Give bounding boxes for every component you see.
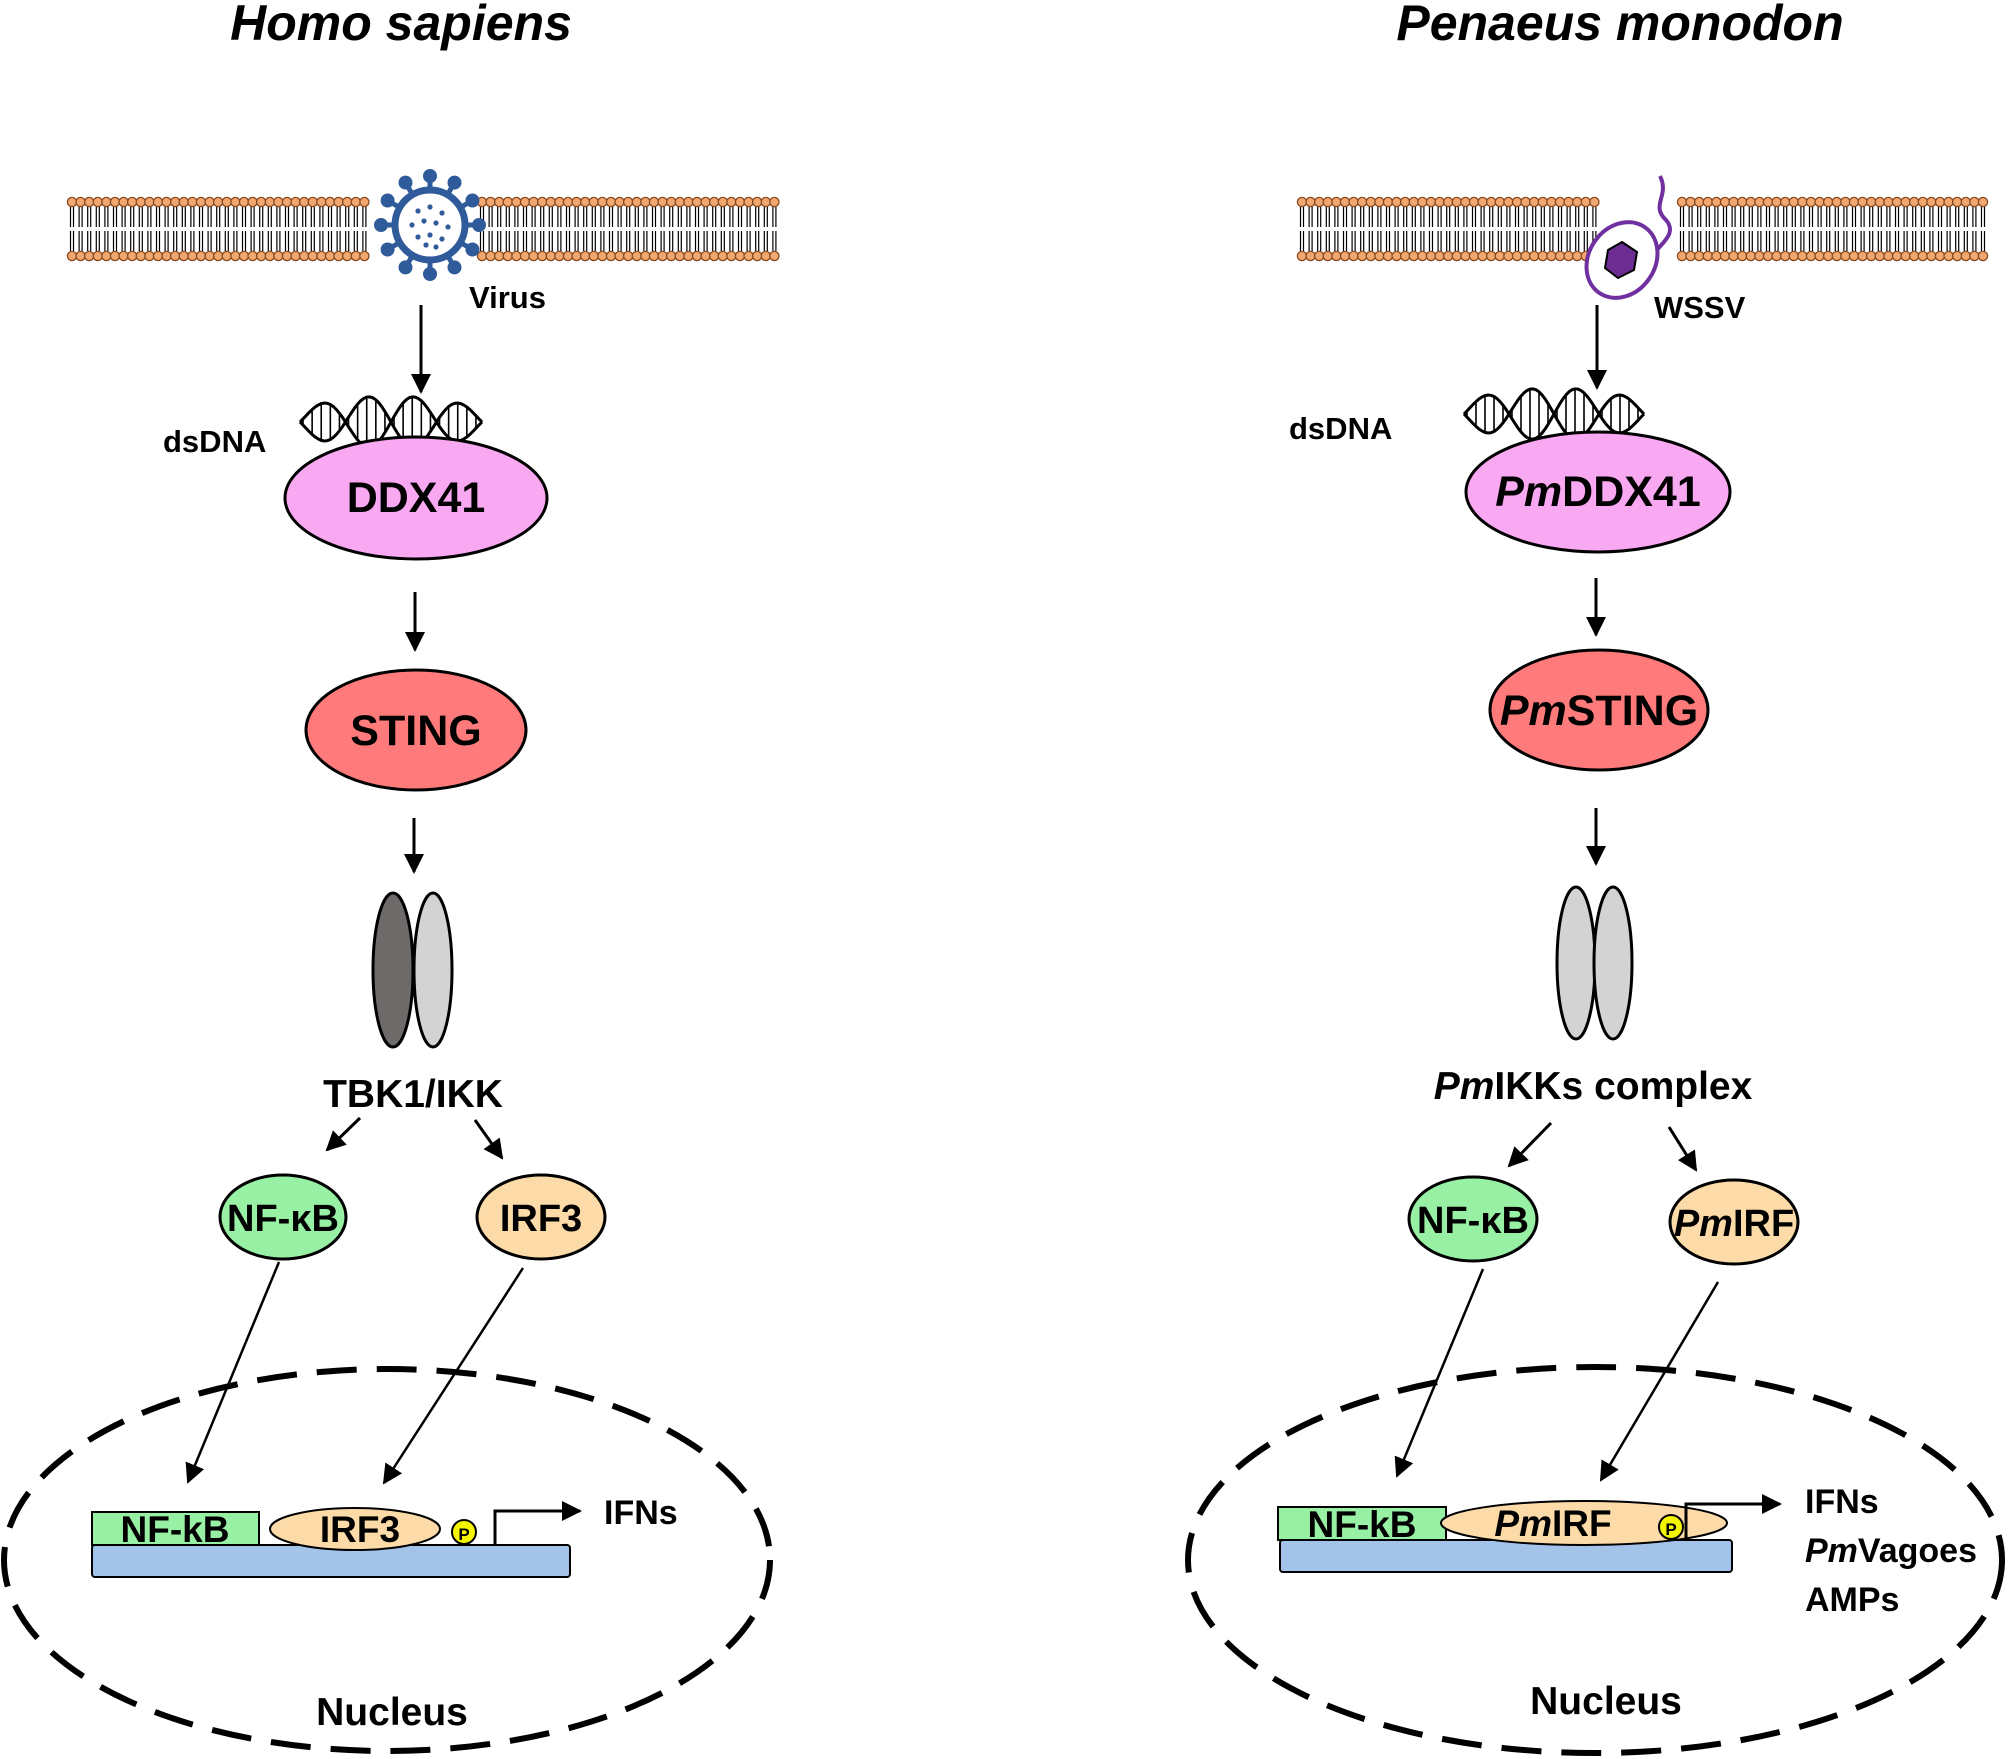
dsdna-label-shrimp: dsDNA [1289, 411, 1392, 446]
nfkb-gene-label-shrimp: NF-kB [1308, 1504, 1417, 1545]
nfkb-gene-label-human: NF-kB [121, 1509, 230, 1550]
dsdna-label-human: dsDNA [163, 424, 266, 459]
irf3-bound-node [269, 1507, 441, 1551]
kinase-label-shrimp: PmIKKs complex [1434, 1065, 1753, 1108]
cell-membrane-left-segment [66, 196, 370, 262]
phosphate-icon-shrimp [1658, 1514, 1684, 1540]
cell-membrane-right-segment [1676, 196, 1989, 262]
wssv-virion-icon [1584, 175, 1672, 300]
tbk1-ikk-complex-icon [371, 891, 454, 1049]
nucleus-label-shrimp: Nucleus [1530, 1680, 1682, 1723]
pm-irf-bound-node [1440, 1500, 1728, 1546]
pm-irf-label: PmIRF [1674, 1203, 1794, 1245]
nfkb-node-human [218, 1173, 348, 1261]
kinase-label-human: TBK1/IKK [323, 1073, 503, 1116]
phosphate-label-human: P [458, 1525, 469, 1544]
panel-title-shrimp: Penaeus monodon [1396, 0, 1843, 51]
nucleus-label-human: Nucleus [316, 1691, 468, 1734]
pm-ddx41-node [1464, 430, 1732, 554]
nfkb-node-shrimp [1407, 1175, 1539, 1263]
pathogen-label-virus: Virus [469, 280, 546, 315]
cell-membrane-right-segment [476, 196, 780, 262]
output-ifns-human: IFNs [604, 1494, 678, 1532]
arrow-kinase-to-nfkb [325, 1116, 362, 1152]
nucleus-shrimp [1185, 1364, 2005, 1756]
pm-irf-node [1668, 1178, 1800, 1266]
output-amps: AMPs [1805, 1581, 1899, 1619]
sting-label: STING [350, 707, 481, 755]
arrow-kinase-to-nfkb-shrimp [1507, 1121, 1553, 1168]
pathogen-label-wssv: WSSV [1654, 290, 1746, 325]
arrow-kinase-to-irf3 [473, 1119, 504, 1160]
nucleus-human [1, 1366, 773, 1754]
arrow-nfkb-to-nucleus-human [185, 1261, 281, 1484]
sting-node [304, 668, 528, 792]
panel-shrimp: Penaeus monodon WSSV dsDNA PmDDX41 PmSTI… [1185, 0, 2005, 1756]
irf3-node [475, 1173, 607, 1261]
arrow-irf3-to-nucleus [382, 1267, 525, 1485]
arrow-nfkb-to-nucleus-shrimp [1394, 1268, 1485, 1478]
nfkb-binding-site-human [91, 1511, 260, 1546]
phosphate-label-shrimp: P [1665, 1520, 1676, 1539]
panel-title-human: Homo sapiens [230, 0, 572, 51]
pm-irf-gene-label: PmIRF [1494, 1503, 1611, 1544]
panel-human: Homo sapiens Virus dsDNA DDX41 STING TBK… [1, 0, 780, 1754]
nfkb-label-human: NF-κB [227, 1198, 339, 1240]
arrow-irf-to-nucleus-shrimp [1599, 1281, 1720, 1482]
phosphate-icon-human [451, 1519, 477, 1545]
irf3-gene-label: IRF3 [320, 1509, 400, 1550]
pm-sting-label: PmSTING [1500, 687, 1698, 735]
nfkb-label-shrimp: NF-κB [1417, 1200, 1529, 1242]
pm-ikks-complex-icon [1555, 885, 1634, 1041]
ddx41-node [283, 435, 549, 561]
virus-icon [374, 169, 486, 281]
irf3-label: IRF3 [500, 1198, 582, 1240]
ddx41-label: DDX41 [347, 474, 486, 522]
output-pmvagoes: PmVagoes [1805, 1532, 1977, 1570]
pm-sting-node [1488, 648, 1710, 772]
arrow-kinase-to-irf-shrimp [1667, 1126, 1698, 1172]
pm-ddx41-label: PmDDX41 [1495, 468, 1701, 516]
transcription-arrow-shrimp [1684, 1494, 1782, 1540]
transcription-arrow-human [493, 1501, 582, 1545]
nfkb-binding-site-shrimp [1277, 1506, 1447, 1541]
cell-membrane-left-segment [1296, 196, 1600, 262]
output-ifns-shrimp: IFNs [1805, 1483, 1879, 1521]
